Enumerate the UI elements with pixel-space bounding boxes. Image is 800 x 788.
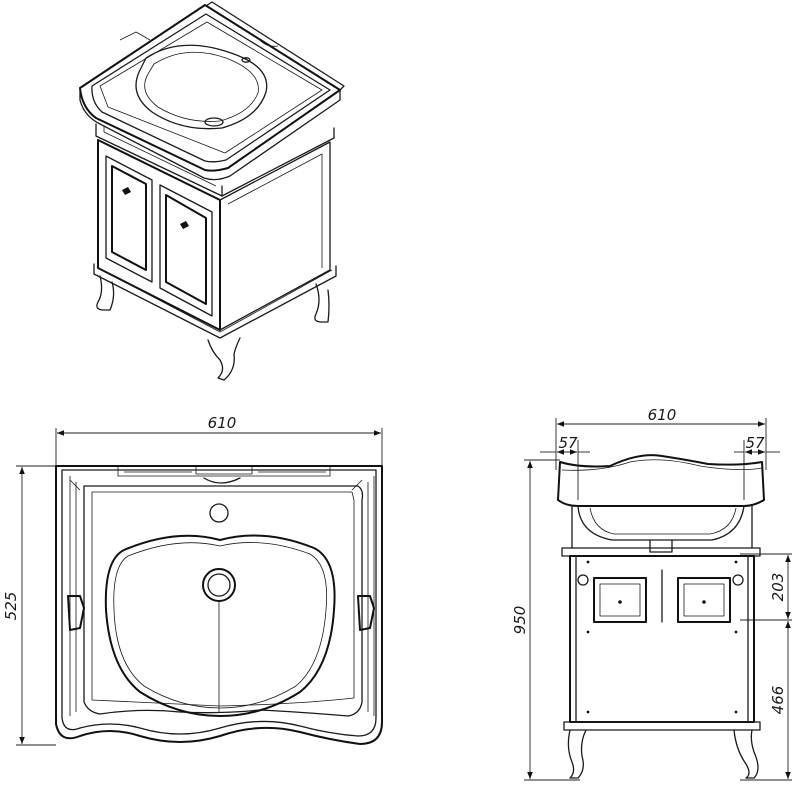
side-height-label: 950 xyxy=(511,606,529,635)
iso-door-knob-icon xyxy=(180,221,189,229)
plan-basin-bowl xyxy=(104,534,336,717)
side-leg-right xyxy=(733,729,759,779)
plan-bracket-right xyxy=(357,595,375,631)
isometric-view xyxy=(79,1,345,381)
side-lower-height-label: 466 xyxy=(769,686,787,715)
iso-drain-icon xyxy=(204,117,224,127)
iso-basin-bowl xyxy=(135,44,268,130)
side-drawer-left xyxy=(593,577,647,623)
iso-door-knob-icon xyxy=(122,187,131,195)
iso-countertop xyxy=(79,1,345,181)
iso-door-right xyxy=(159,184,213,317)
side-leg-left xyxy=(567,729,587,779)
iso-legs xyxy=(96,275,330,381)
iso-tap-hole-icon xyxy=(241,57,251,63)
iso-door-left xyxy=(105,155,153,283)
side-width-label: 610 xyxy=(648,406,677,424)
plan-tap-hole-icon xyxy=(209,503,229,523)
side-drawer-right xyxy=(677,577,731,623)
side-drawer-height-label: 203 xyxy=(769,573,787,602)
plan-bracket-left xyxy=(67,595,85,631)
iso-cabinet-body xyxy=(93,123,337,339)
plan-countertop-outline xyxy=(55,465,383,745)
plan-view: 610 525 xyxy=(2,414,383,746)
plan-depth-label: 525 xyxy=(2,592,20,621)
side-view: 610 57 57 950 203 466 xyxy=(511,406,792,781)
side-overhang-left-label: 57 xyxy=(558,434,578,452)
plan-width-label: 610 xyxy=(208,414,237,432)
side-countertop xyxy=(557,454,765,507)
side-overhang-right-label: 57 xyxy=(745,434,765,452)
